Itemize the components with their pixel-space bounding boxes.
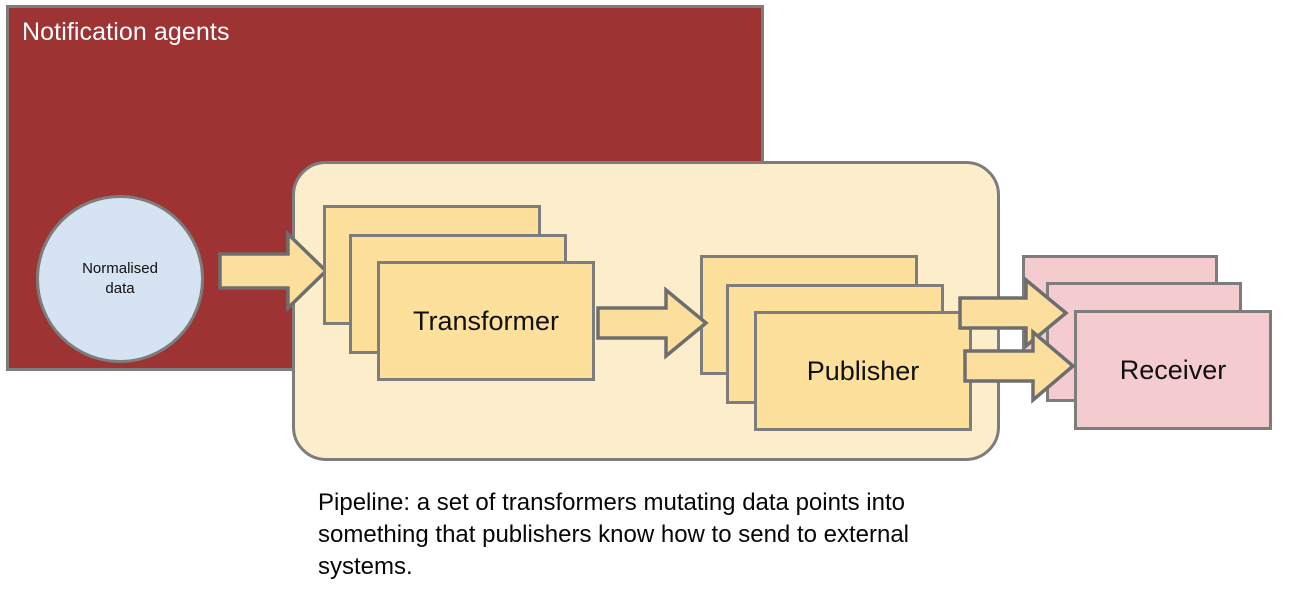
receiver-label: Receiver [1119, 354, 1227, 385]
publisher-stack: Publisher [700, 255, 972, 431]
arrow-transformer-to-publisher [596, 286, 709, 360]
transformer-card-front: Transformer [377, 261, 595, 381]
normalised-data-node: Normalised data [36, 195, 204, 363]
arrow-publisher-to-receiver-back [958, 276, 1069, 350]
transformer-stack: Transformer [323, 205, 595, 381]
transformer-label: Transformer [412, 305, 560, 336]
publisher-card-front: Publisher [754, 311, 972, 431]
publisher-label: Publisher [806, 355, 920, 386]
pipeline-caption: Pipeline: a set of transformers mutating… [318, 489, 910, 580]
receiver-card-front: Receiver [1074, 310, 1272, 430]
normalised-data-label-line2: data [105, 280, 135, 297]
arrow-normalised-data-to-transformer [218, 229, 329, 313]
arrow-publisher-to-receiver-front [963, 328, 1076, 404]
normalised-data-label-line1: Normalised [82, 259, 158, 277]
notification-agents-title: Notification agents [22, 18, 230, 46]
